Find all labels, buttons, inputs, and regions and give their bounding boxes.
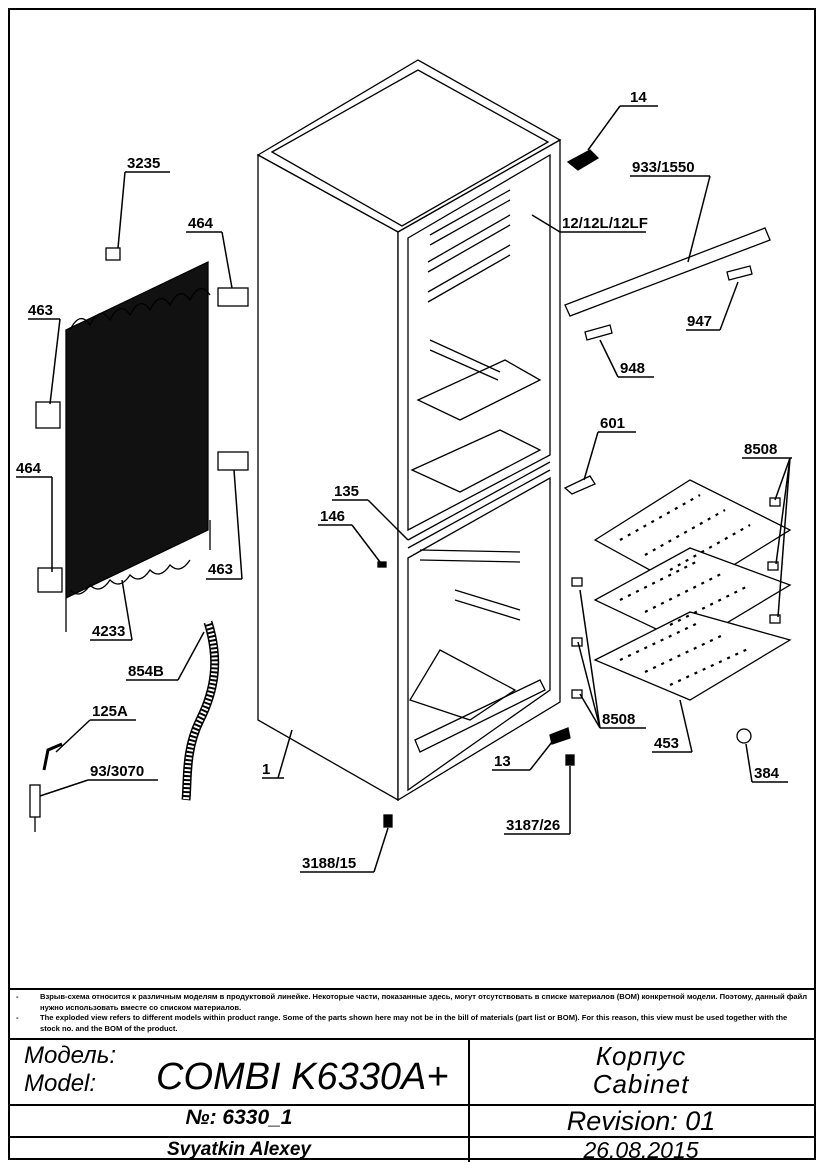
callout-8508-top: 8508 [744,441,777,458]
shelves-453 [593,479,792,701]
hinge-13 [549,727,571,745]
disclaimer-notes: - Взрыв-схема относится к различным моде… [10,988,814,1038]
note-english: The exploded view refers to different mo… [40,1013,788,1033]
callout-8508-bottom: 8508 [602,711,635,728]
callout-933-1550: 933/1550 [632,159,695,176]
foot-384 [736,728,752,744]
date: 26.08.2015 [583,1137,699,1163]
drain-hose-854b [181,620,220,801]
callout-1: 1 [262,761,270,778]
callout-948: 948 [620,360,645,377]
revision: Revision: 01 [566,1106,716,1136]
model-label: Модель: Model: [24,1042,116,1098]
part-title-en: Cabinet [592,1069,690,1099]
model-value: COMBI K6330A+ [156,1056,449,1098]
callout-4233: 4233 [92,623,125,640]
callout-13: 13 [494,753,511,770]
callout-14: 14 [630,89,647,106]
callout-146: 146 [320,508,345,525]
callout-601: 601 [600,415,625,432]
bracket-464-top [217,287,249,307]
part-title-ru: Корпус [595,1041,687,1071]
condenser-4233 [65,247,211,632]
foot-3187 [565,754,575,766]
part-125a [42,742,63,771]
rail-933 [564,227,771,317]
model-label-ru: Модель: [24,1042,116,1069]
callout-463-right: 463 [208,561,233,578]
author: Svyatkin Alexey [167,1139,311,1160]
callout-12-12l-12lf: 12/12L/12LF [562,215,648,232]
bracket-464-left [37,567,63,593]
callout-3235: 3235 [127,155,160,172]
callout-3187-26: 3187/26 [506,817,560,834]
exploded-view-drawing: 14 3235 933/1550 464 12/12L/12LF 463 947… [16,59,792,873]
callout-384: 384 [754,765,780,782]
callout-464-left: 464 [16,460,42,477]
callout-125a: 125A [92,703,128,720]
note-bullet: - [16,992,19,1001]
callout-93-3070: 93/3070 [90,763,144,780]
hinge-601 [563,475,596,495]
part-93-3070 [29,784,41,818]
bracket-463-left [35,401,61,429]
callout-463-left: 463 [28,302,53,319]
model-label-en: Model: [24,1070,97,1097]
title-block: Модель: Model: COMBI K6330A+ Корпус Cabi… [10,1038,814,1163]
note-bullet: - [16,1013,19,1022]
drawing-number: №: 6330_1 [185,1106,293,1129]
drawing-frame [8,8,816,1160]
callout-854b: 854B [128,663,164,680]
callout-453: 453 [654,735,679,752]
hinge-14 [566,149,600,171]
callout-464-top: 464 [188,215,214,232]
callout-947: 947 [687,313,712,330]
foot-3188 [383,814,393,828]
callout-3188-15: 3188/15 [302,855,356,872]
callout-135: 135 [334,483,359,500]
cabinet-body [256,59,562,802]
bracket-463-right [217,451,249,471]
note-russian: Взрыв-схема относится к различным моделя… [40,992,808,1012]
